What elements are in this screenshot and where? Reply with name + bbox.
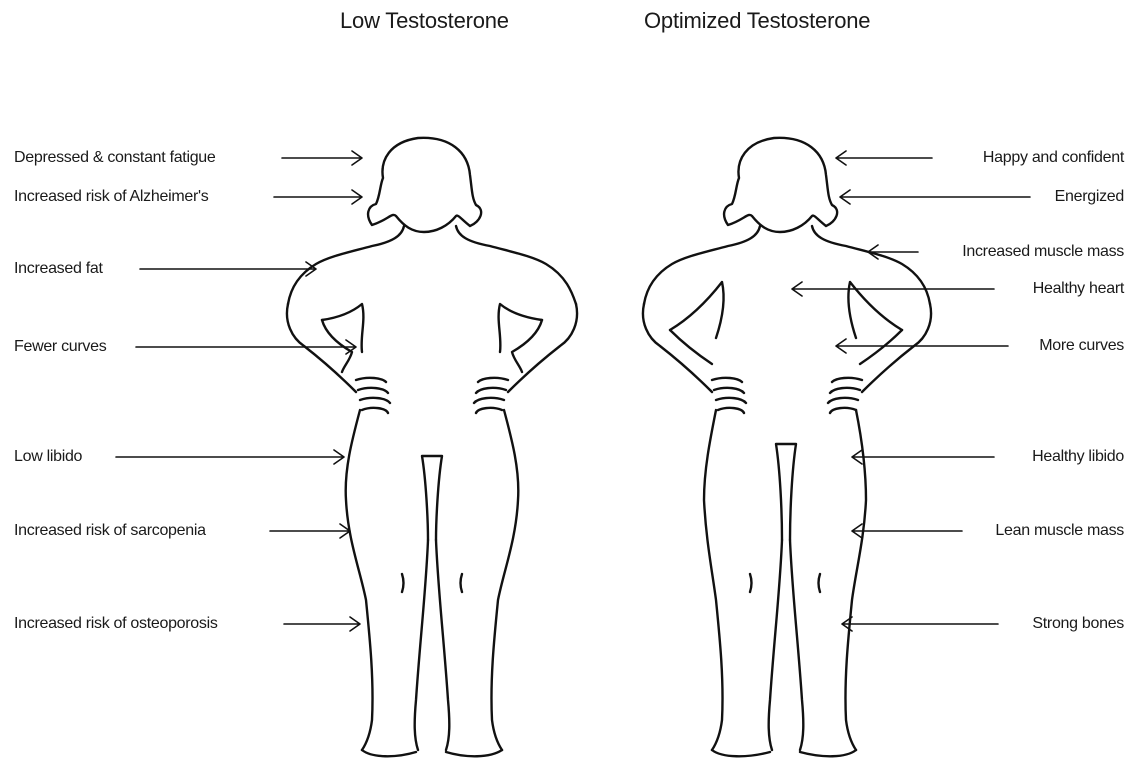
- arrow-right-3: [868, 245, 918, 259]
- heading-low-testosterone: Low Testosterone: [340, 8, 509, 34]
- arrow-left-2: [274, 190, 362, 204]
- label-strong-bones: Strong bones: [1032, 614, 1124, 634]
- figure-low-testosterone: [287, 138, 577, 756]
- arrow-left-1: [282, 151, 362, 165]
- label-energized: Energized: [1055, 187, 1124, 207]
- right-arrows: [792, 151, 1030, 631]
- left-arrows: [116, 151, 362, 631]
- arrow-right-4: [792, 282, 994, 296]
- label-osteoporosis-risk: Increased risk of osteoporosis: [14, 614, 218, 634]
- arrow-right-5: [836, 339, 1008, 353]
- label-sarcopenia-risk: Increased risk of sarcopenia: [14, 521, 206, 541]
- label-fewer-curves: Fewer curves: [14, 337, 106, 357]
- label-lean-muscle-mass: Lean muscle mass: [995, 521, 1124, 541]
- arrow-right-6: [852, 450, 994, 464]
- arrow-right-8: [842, 617, 998, 631]
- arrow-right-2: [840, 190, 1030, 204]
- label-increased-muscle-mass: Increased muscle mass: [962, 242, 1124, 262]
- label-alzheimers-risk: Increased risk of Alzheimer's: [14, 187, 208, 207]
- label-increased-fat: Increased fat: [14, 259, 103, 279]
- arrow-left-5: [116, 450, 344, 464]
- arrow-left-6: [270, 524, 350, 538]
- arrow-right-7: [852, 524, 962, 538]
- label-healthy-libido: Healthy libido: [1032, 447, 1124, 467]
- label-happy-confident: Happy and confident: [983, 148, 1124, 168]
- heading-optimized-testosterone: Optimized Testosterone: [644, 8, 870, 34]
- arrow-right-1: [836, 151, 932, 165]
- label-more-curves: More curves: [1039, 336, 1124, 356]
- arrow-left-4: [136, 340, 356, 354]
- label-depressed-fatigue: Depressed & constant fatigue: [14, 148, 216, 168]
- figure-optimized-testosterone: [643, 138, 931, 756]
- arrow-left-7: [284, 617, 360, 631]
- label-healthy-heart: Healthy heart: [1033, 279, 1124, 299]
- label-low-libido: Low libido: [14, 447, 82, 467]
- arrow-left-3: [140, 262, 316, 276]
